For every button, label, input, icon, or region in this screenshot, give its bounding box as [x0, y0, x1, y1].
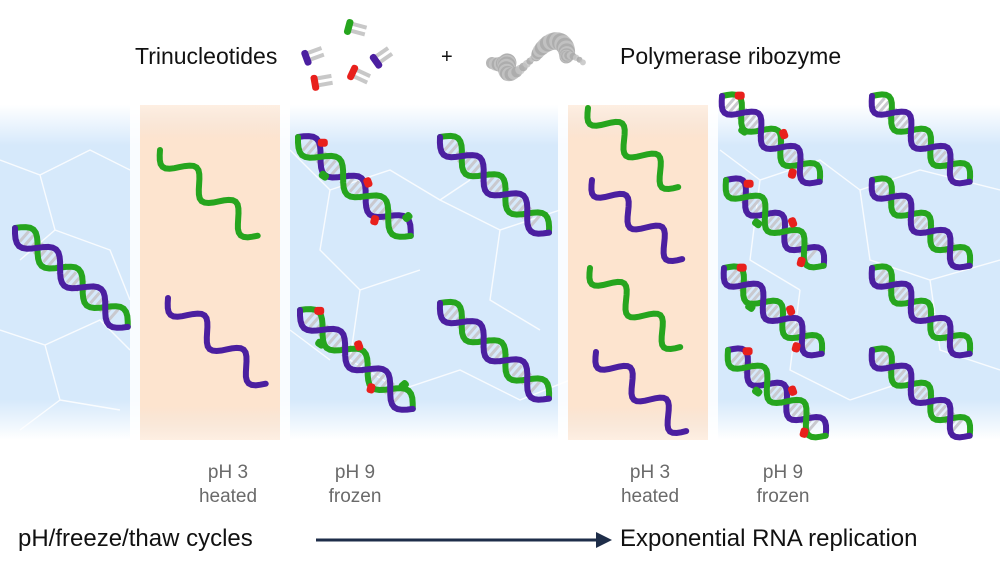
- rna-helix-icon: [156, 147, 261, 241]
- rna-helix-icon: [722, 175, 828, 271]
- condition-label-heated-2: pH 3 heated: [620, 462, 680, 507]
- rna-helix-icon: [436, 132, 553, 237]
- rna-helix-icon: [588, 177, 686, 265]
- rna-helix-icon: [868, 175, 974, 271]
- condition-label-heated-1: pH 3 heated: [198, 462, 258, 507]
- rna-helix-icon: [718, 91, 824, 187]
- plus-sign: +: [441, 46, 453, 68]
- rna-helix-icon: [720, 263, 826, 359]
- rna-helix-icon: [295, 133, 414, 240]
- arrowhead: [596, 532, 612, 548]
- rna-helix-icon: [164, 295, 269, 389]
- cycles-label: pH/freeze/thaw cycles: [18, 525, 253, 552]
- rna-helices: [12, 91, 974, 441]
- rna-helix-icon: [592, 349, 690, 437]
- rna-helix-icon: [584, 105, 682, 193]
- condition-label-frozen-1: pH 9 frozen: [328, 462, 382, 507]
- rna-helix-icon: [297, 306, 416, 413]
- polymerase-ribozyme-icon: [486, 32, 586, 82]
- rna-helix-icon: [436, 298, 553, 403]
- rna-helix-icon: [12, 224, 131, 331]
- rna-helix-icon: [868, 263, 974, 359]
- rna-helix-icon: [586, 265, 684, 353]
- rna-helix-icon: [868, 91, 974, 187]
- rna-helix-icon: [724, 345, 830, 441]
- replication-label: Exponential RNA replication: [620, 525, 918, 552]
- polymerase-ribozyme-label: Polymerase ribozyme: [620, 43, 842, 69]
- rna-helix-icon: [868, 345, 974, 441]
- trinucleotides-label: Trinucleotides: [135, 43, 278, 69]
- trinucleotide-icon: [301, 19, 394, 91]
- condition-label-frozen-2: pH 9 frozen: [756, 462, 810, 507]
